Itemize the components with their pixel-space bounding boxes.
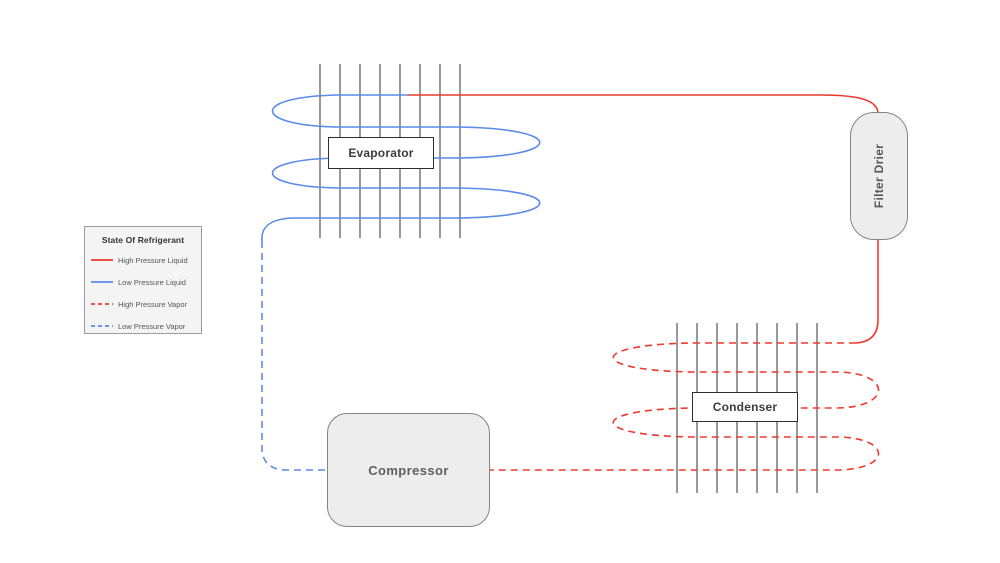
legend-label: High Pressure Liquid [118, 255, 188, 265]
legend-item-low-pressure-vapor: Low Pressure Vapor [85, 315, 201, 337]
solid-red-line-swatch [91, 259, 113, 261]
compressor-node: Compressor [327, 413, 490, 527]
filter-drier-label: Filter Drier [872, 143, 887, 209]
legend-title: State Of Refrigerant [101, 235, 185, 245]
high-pressure-vapor-coil [488, 342, 880, 471]
solid-blue-line-swatch [91, 281, 113, 283]
legend-label: Low Pressure Liquid [118, 277, 186, 287]
evaporator-node: Evaporator [328, 137, 434, 169]
legend-item-high-pressure-liquid: High Pressure Liquid [85, 249, 201, 271]
condenser-node: Condenser [692, 392, 798, 422]
dashed-blue-line-swatch [91, 325, 113, 327]
legend-label: High Pressure Vapor [118, 299, 188, 309]
high-pressure-liquid-pipe-right [855, 236, 879, 344]
legend-item-low-pressure-liquid: Low Pressure Liquid [85, 271, 201, 293]
compressor-label: Compressor [368, 462, 449, 478]
low-pressure-liquid-coil [261, 94, 541, 241]
legend-rows: High Pressure Liquid Low Pressure Liquid… [85, 249, 201, 337]
filter-drier-node: Filter Drier [850, 112, 908, 240]
evaporator-label: Evaporator [348, 146, 414, 160]
dashed-red-line-swatch [91, 303, 113, 305]
high-pressure-liquid-pipe-top [408, 94, 879, 120]
legend-box: State Of Refrigerant High Pressure Liqui… [84, 226, 202, 334]
legend-label: Low Pressure Vapor [118, 321, 186, 331]
legend-item-high-pressure-vapor: High Pressure Vapor [85, 293, 201, 315]
condenser-label: Condenser [712, 400, 778, 414]
low-pressure-vapor-pipe [261, 241, 330, 471]
